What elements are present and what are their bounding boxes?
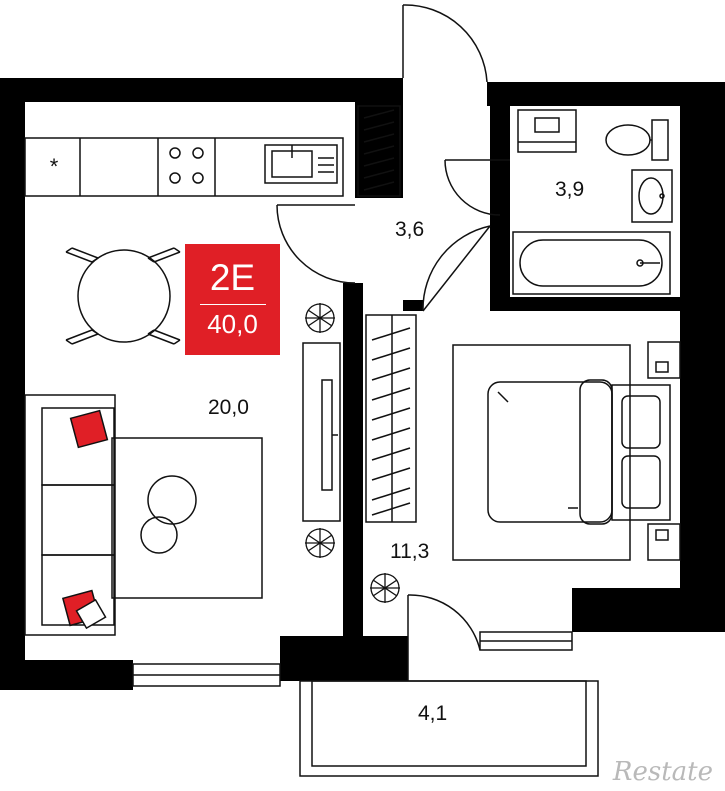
living-room-area: 20,0 bbox=[208, 396, 249, 419]
window-icon bbox=[132, 631, 573, 687]
pillow-icon bbox=[61, 409, 109, 630]
plant-icon bbox=[305, 528, 335, 558]
plant-icon bbox=[305, 303, 335, 333]
sofa-icon bbox=[24, 394, 116, 636]
kitchen-counter bbox=[24, 137, 344, 197]
dining-table-icon bbox=[65, 247, 181, 345]
rug bbox=[111, 437, 263, 599]
hallway-area: 3,6 bbox=[395, 218, 425, 241]
door-icon bbox=[276, 4, 510, 681]
sink-icon bbox=[264, 144, 338, 184]
wardrobe-icon bbox=[365, 314, 417, 523]
stove-icon bbox=[169, 147, 204, 184]
badge-divider bbox=[199, 304, 266, 305]
watermark-logo: Restate bbox=[612, 757, 713, 787]
balcony-area: 4,1 bbox=[418, 702, 448, 725]
nightstand-icon bbox=[647, 341, 681, 561]
bed-icon bbox=[452, 344, 671, 561]
bathtub-icon bbox=[512, 231, 671, 295]
washbasin-icon bbox=[631, 169, 673, 223]
wardrobe-icon bbox=[357, 105, 401, 197]
fridge-icon: * bbox=[50, 154, 59, 179]
tv-icon bbox=[302, 342, 341, 522]
apartment-code: 2E bbox=[209, 257, 256, 298]
apartment-total-area: 40,0 bbox=[207, 309, 258, 339]
toilet-icon bbox=[605, 119, 669, 161]
plant-icon bbox=[370, 573, 400, 603]
bedroom-area: 11,3 bbox=[390, 540, 430, 563]
apartment-badge: 2E 40,0 bbox=[185, 244, 280, 355]
washing-machine-icon bbox=[517, 109, 577, 153]
bathroom-area: 3,9 bbox=[555, 178, 585, 201]
balcony bbox=[299, 680, 599, 777]
coffee-table-icon bbox=[140, 475, 197, 554]
walls bbox=[0, 78, 725, 690]
